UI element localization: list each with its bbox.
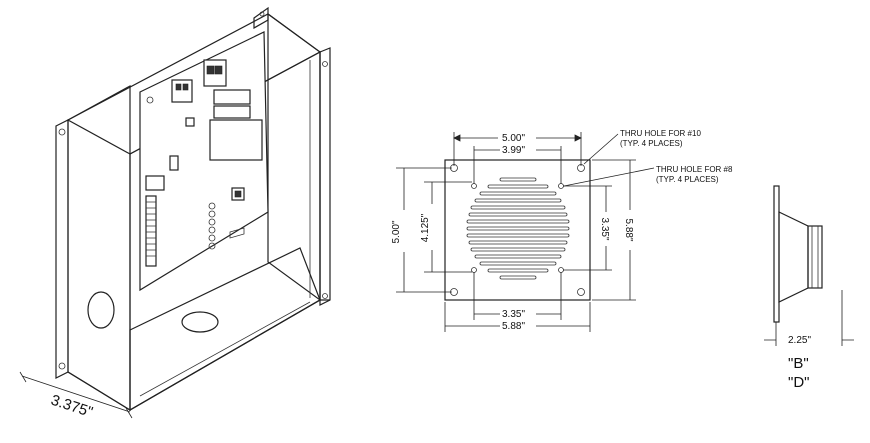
small-capacitor [185,117,195,127]
terminal-screw-2 [182,83,189,91]
leader-10 [583,133,619,165]
leader-8 [563,167,655,187]
model-b-label: "B" [788,355,809,372]
speaker-grille: 5.00" 3.99" 5.00" 4.125" 3.35" 5.88" 3.3… [391,129,733,332]
right-wall [267,12,321,302]
top-flange-hole [259,11,265,17]
speaker-cone [778,211,809,303]
dim-ext-right-outer [592,159,636,301]
relay-1 [213,89,251,105]
dim-height-inner: 4.125" [420,213,431,242]
right-flange [319,47,331,306]
dim-width-outer: 5.00" [502,133,525,144]
pot-knob [234,190,242,198]
magnet-lines [811,226,819,288]
ic-chip [209,119,263,161]
terminal-block [171,79,193,103]
relay-2 [213,105,251,119]
knockout-side [87,291,115,329]
bottom-inner-line [139,301,311,397]
left-flange [55,119,69,379]
connector-pin-1 [206,65,215,75]
flange-hole-top [58,128,66,136]
note-8-line2: (TYP. 4 PLACES) [656,175,719,184]
component-small [169,155,179,171]
enclosure-box: 3.375" [19,6,331,421]
dim-ext-bottom-outer [444,302,591,332]
hole-8-tr [558,183,564,189]
speaker-depth-label: 2.25" [788,335,811,346]
speaker-side-view: 2.25" "B" "D" [764,185,854,391]
dim-height-overall: 5.88" [623,218,634,241]
hole-8-bl [471,267,477,273]
grille-plate [444,159,591,301]
right-flange-hole-bottom [322,293,328,299]
hole-8-br [558,267,564,273]
dim-ext-right [563,185,612,271]
hole-8-tl [471,183,477,189]
note-10-line1: THRU HOLE FOR #10 [620,129,701,138]
terminal-screw-1 [175,83,182,91]
right-flange-hole-top [322,61,328,67]
dim-width-overall: 5.88" [502,321,525,332]
dim-hole-spacing-h: 3.35" [502,309,525,320]
dim-ext-left-inner [424,181,472,273]
model-d-label: "D" [788,374,809,391]
hole-10-br [577,288,585,296]
depth-dim-ticks [19,371,133,419]
header-strip [145,195,157,267]
dim-ext-left [396,167,452,293]
dim-hole-spacing-v: 3.35" [599,217,610,240]
speaker-dim-ext [775,290,843,346]
dip-switch [145,175,165,191]
note-10-line2: (TYP. 4 PLACES) [620,139,683,148]
flange-hole-bottom [58,362,66,370]
led-column [208,202,216,250]
dim-ext-bottom [473,272,562,320]
dim-ext-top-inner [473,146,562,184]
jumper [229,227,245,239]
speaker-magnet [807,225,823,289]
dim-height-outer: 5.00" [391,220,402,243]
speaker-flange [773,185,780,323]
dim-width-inner: 3.99" [502,145,525,156]
knockout-bottom [181,311,219,333]
grille-slots [466,177,570,280]
board-mount-hole [146,96,154,104]
note-8-line1: THRU HOLE FOR #8 [656,165,733,174]
left-side-wall [67,84,131,412]
depth-dim-line [21,375,131,413]
connector-pin-2 [214,65,223,75]
front-lip [67,299,330,411]
depth-label: 3.375" [49,392,95,421]
